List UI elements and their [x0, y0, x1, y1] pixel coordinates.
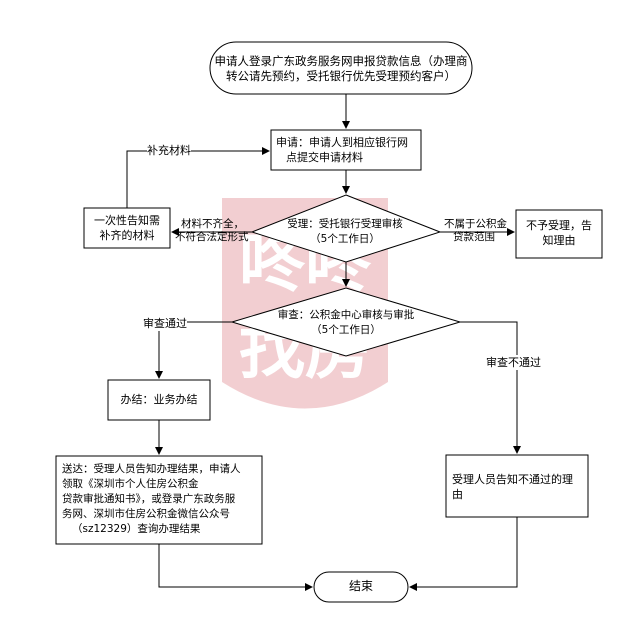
edge-review-to-fail [460, 321, 521, 454]
reject-box [515, 209, 603, 259]
reject-box-line: 知理由 [542, 234, 576, 247]
deliver-box-line: 务网、深圳市住房公积金微信公众号 [62, 508, 230, 520]
review-diamond-line: 审查：公积金中心审核与审批 [277, 309, 415, 321]
fail-box-line: 由 [452, 488, 463, 501]
start-text: 申请人登录广东政务服务网申报贷款信息（办理商 转公请先预约，受托银行优先受理预约… [212, 54, 470, 84]
supplement-box-text: 一次性告知需 补齐的材料 [84, 213, 170, 243]
edge-label-not-scope-line: 贷款范围 [453, 231, 495, 243]
review-diamond-text: 审查：公积金中心审核与审批 （5个工作日） [256, 308, 436, 338]
accept-diamond-line: （5个工作日） [310, 233, 380, 245]
edge-label-incomplete-line: 不符合法定形式 [175, 231, 249, 243]
start-text-line: 申请人登录广东政务服务网申报贷款信息（办理商 [214, 54, 468, 68]
supplement-box-line: 补齐的材料 [99, 229, 155, 242]
edge-label-not-scope-line: 不属于公积金 [444, 218, 507, 230]
start-text-line: 转公请先预约，受托银行优先受理预约客户） [226, 69, 456, 83]
edge-label-not-scope: 不属于公积金 贷款范围 [444, 218, 507, 244]
edge-label-pass: 审查通过 [143, 316, 187, 331]
handle-box-text: 办结：业务办结 [120, 393, 198, 406]
end-terminal [313, 571, 409, 603]
handle-box [107, 379, 211, 421]
apply-text: 申请：申请人到相应银行网 点提交申请材料 [276, 135, 418, 165]
fail-box-text: 受理人员告知不通过的理 由 [452, 472, 586, 502]
apply-text-line: 申请：申请人到相应银行网 [276, 136, 408, 149]
apply-box [270, 129, 422, 171]
accept-diamond-line: 受理：受托银行受理审核 [287, 218, 403, 230]
edge-supplement-to-apply [126, 147, 270, 208]
reject-box-text: 不予受理，告 知理由 [516, 218, 602, 248]
edge-label-incomplete-line: 材料不齐全， [181, 218, 244, 230]
edge-label-incomplete: 材料不齐全， 不符合法定形式 [175, 218, 249, 244]
apply-text-line: 点提交申请材料 [286, 151, 363, 164]
review-diamond-line: （5个工作日） [311, 324, 381, 336]
start-terminal [209, 41, 473, 95]
edge-label-supplement: 补充材料 [147, 143, 191, 158]
fail-box [445, 454, 589, 518]
deliver-box-line: 贷款审批通知书》，或登录广东政务服 [62, 493, 236, 505]
review-diamond [230, 287, 462, 357]
end-text: 结束 [348, 579, 373, 593]
deliver-box-line: 送达：受理人员告知办理结果，申请人 [62, 463, 241, 475]
deliver-box-line: 领取《深圳市个人住房公积金 [62, 478, 199, 490]
accept-diamond-text: 受理：受托银行受理审核 （5个工作日） [270, 217, 420, 247]
supplement-box-line: 一次性告知需 [94, 214, 160, 227]
connectors [126, 94, 521, 591]
reject-box-line: 不予受理，告 [526, 219, 592, 232]
edge-label-fail: 审查不通过 [486, 355, 541, 370]
deliver-box-line: （sz12329）查询办理结果 [72, 523, 201, 535]
deliver-box-text: 送达：受理人员告知办理结果，申请人 领取《深圳市个人住房公积金 贷款审批通知书》… [62, 462, 258, 537]
edge-fail-to-end [409, 517, 518, 591]
supplement-box [83, 207, 171, 249]
edge-deliver-to-end [158, 544, 313, 591]
fail-box-line: 受理人员告知不通过的理 [452, 473, 573, 486]
deliver-box [55, 455, 263, 545]
